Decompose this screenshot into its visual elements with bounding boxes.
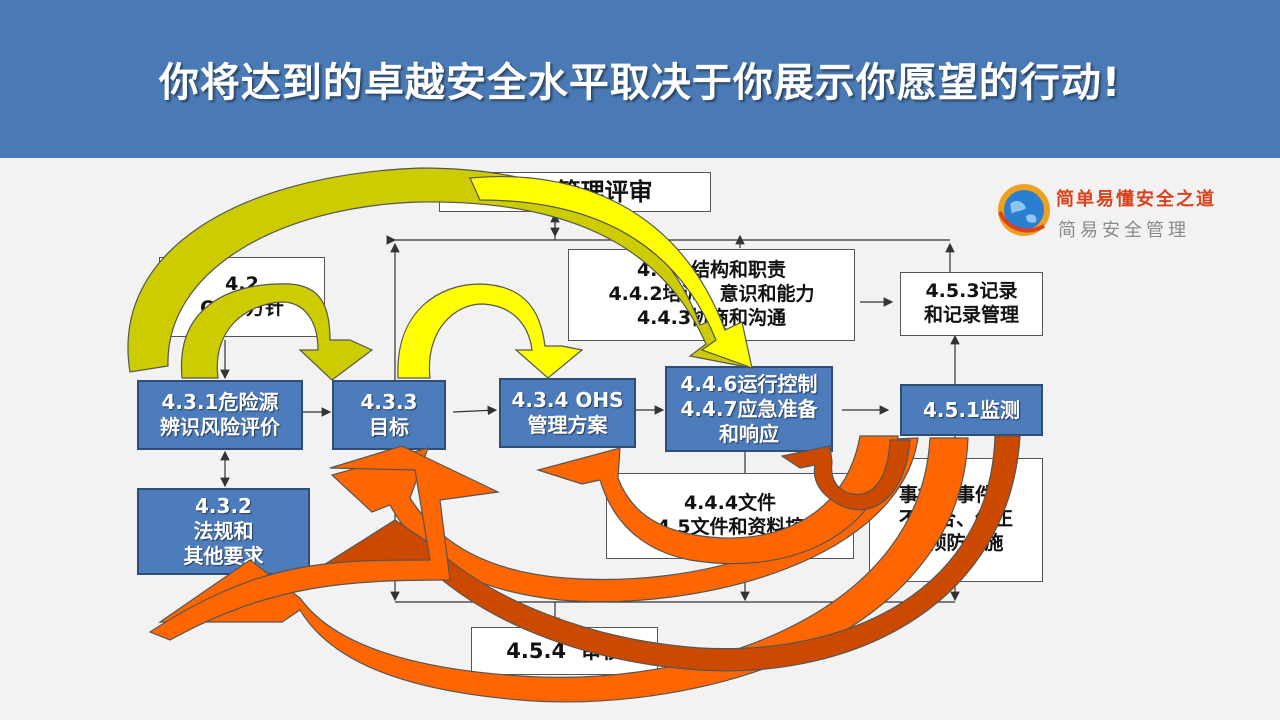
management-review-box: 4.6 管理评审 (439, 172, 711, 212)
page-title: 你将达到的卓越安全水平取决于你展示你愿望的行动! (158, 60, 1122, 106)
legal-requirements-box: 4.3.2 法规和 其他要求 (137, 488, 310, 575)
structure-training-box: 4.4.1结构和职责 4.4.2培训、意识和能力 4.4.3协商和沟通 (568, 249, 855, 341)
globe-icon (998, 184, 1050, 236)
corrective-action-box: 事故、事件、 不符合、纠正 和预防措施 (869, 458, 1043, 582)
hazard-identification-box: 4.3.1危险源 辨识风险评价 (137, 380, 303, 450)
audit-box: 4.5.4 审核 (471, 627, 658, 675)
line-objectives-programme (452, 405, 498, 416)
documents-box: 4.4.4文件 4.4.5文件和资料控制 (606, 473, 854, 559)
header-banner: 你将达到的卓越安全水平取决于你展示你愿望的行动! (0, 0, 1280, 158)
monitoring-box: 4.5.1监测 (900, 384, 1043, 436)
records-box: 4.5.3记录 和记录管理 (900, 272, 1043, 336)
operation-control-box: 4.4.6运行控制 4.4.7应急准备 和响应 (665, 366, 833, 452)
logo-text-line1: 简单易懂安全之道 (1056, 189, 1216, 210)
ohs-policy-box: 4.2 OHS方针 (159, 257, 325, 337)
ohs-programme-box: 4.3.4 OHS 管理方案 (499, 378, 636, 448)
objectives-box: 4.3.3 目标 (332, 380, 446, 450)
logo-text-line2: 简易安全管理 (1058, 220, 1190, 241)
